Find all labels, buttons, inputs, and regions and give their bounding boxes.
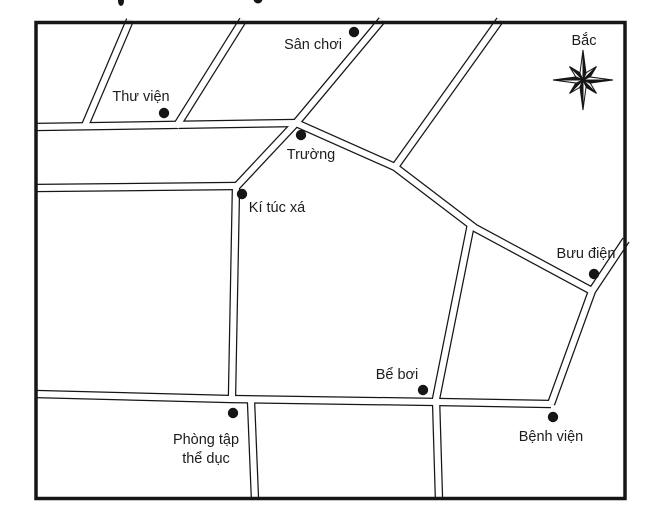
compass-label: Bắc <box>572 32 597 49</box>
road-surface-gym-vertical-street <box>248 400 258 501</box>
road-surface-nw-diagonal-street-2 <box>173 18 246 129</box>
road-surface-upper-horizontal-street <box>34 120 297 130</box>
cropped-text-fragment <box>253 0 263 4</box>
compass-point-dark <box>582 79 614 84</box>
location-dot-gym <box>227 407 239 419</box>
location-label-school: Trường <box>287 147 336 163</box>
location-dot-playground <box>348 26 360 38</box>
road-surface-dormitory-link-street <box>233 120 299 190</box>
cropped-text-fragment <box>118 0 124 6</box>
location-dot-dormitory <box>236 188 248 200</box>
road-surface-pool-vertical-street <box>433 223 474 501</box>
location-label-line: Phòng tập <box>173 432 239 448</box>
road-surface-postoffice-border-street <box>548 238 629 406</box>
compass-point-dark <box>582 49 587 81</box>
road-surface-dormitory-vertical-street <box>229 185 239 397</box>
map-border <box>34 20 627 501</box>
road-casing-main-diagonal-street <box>291 17 595 295</box>
compass-point-dark <box>552 76 584 81</box>
road-surface-main-diagonal-street <box>293 18 594 294</box>
location-label-dormitory: Kí túc xá <box>249 200 306 216</box>
location-dot-post-office <box>588 268 600 280</box>
location-dot-swimming-pool <box>417 384 429 396</box>
location-label-gym: Phòng tập thể dục <box>173 432 239 467</box>
road-surface-compass-diagonal-street <box>392 18 503 169</box>
compass-rose-icon <box>552 49 614 111</box>
location-dot-hospital <box>547 411 559 423</box>
road-surface-second-horizontal-street <box>34 183 237 191</box>
location-label-hospital: Bệnh viện <box>519 429 584 445</box>
location-label-swimming-pool: Bể bơi <box>376 367 419 383</box>
location-label-library: Thư viện <box>112 89 169 105</box>
location-label-post-office: Bưu điện <box>557 246 616 262</box>
location-label-line: thể dục <box>182 451 230 467</box>
road-surface-nw-diagonal-street-1 <box>81 18 133 130</box>
location-label-playground: Sân chơi <box>284 37 342 53</box>
location-dot-school <box>295 129 307 141</box>
compass-point-dark <box>579 79 584 111</box>
road-surface-lower-horizontal-street <box>34 391 552 407</box>
location-dot-library <box>158 107 170 119</box>
